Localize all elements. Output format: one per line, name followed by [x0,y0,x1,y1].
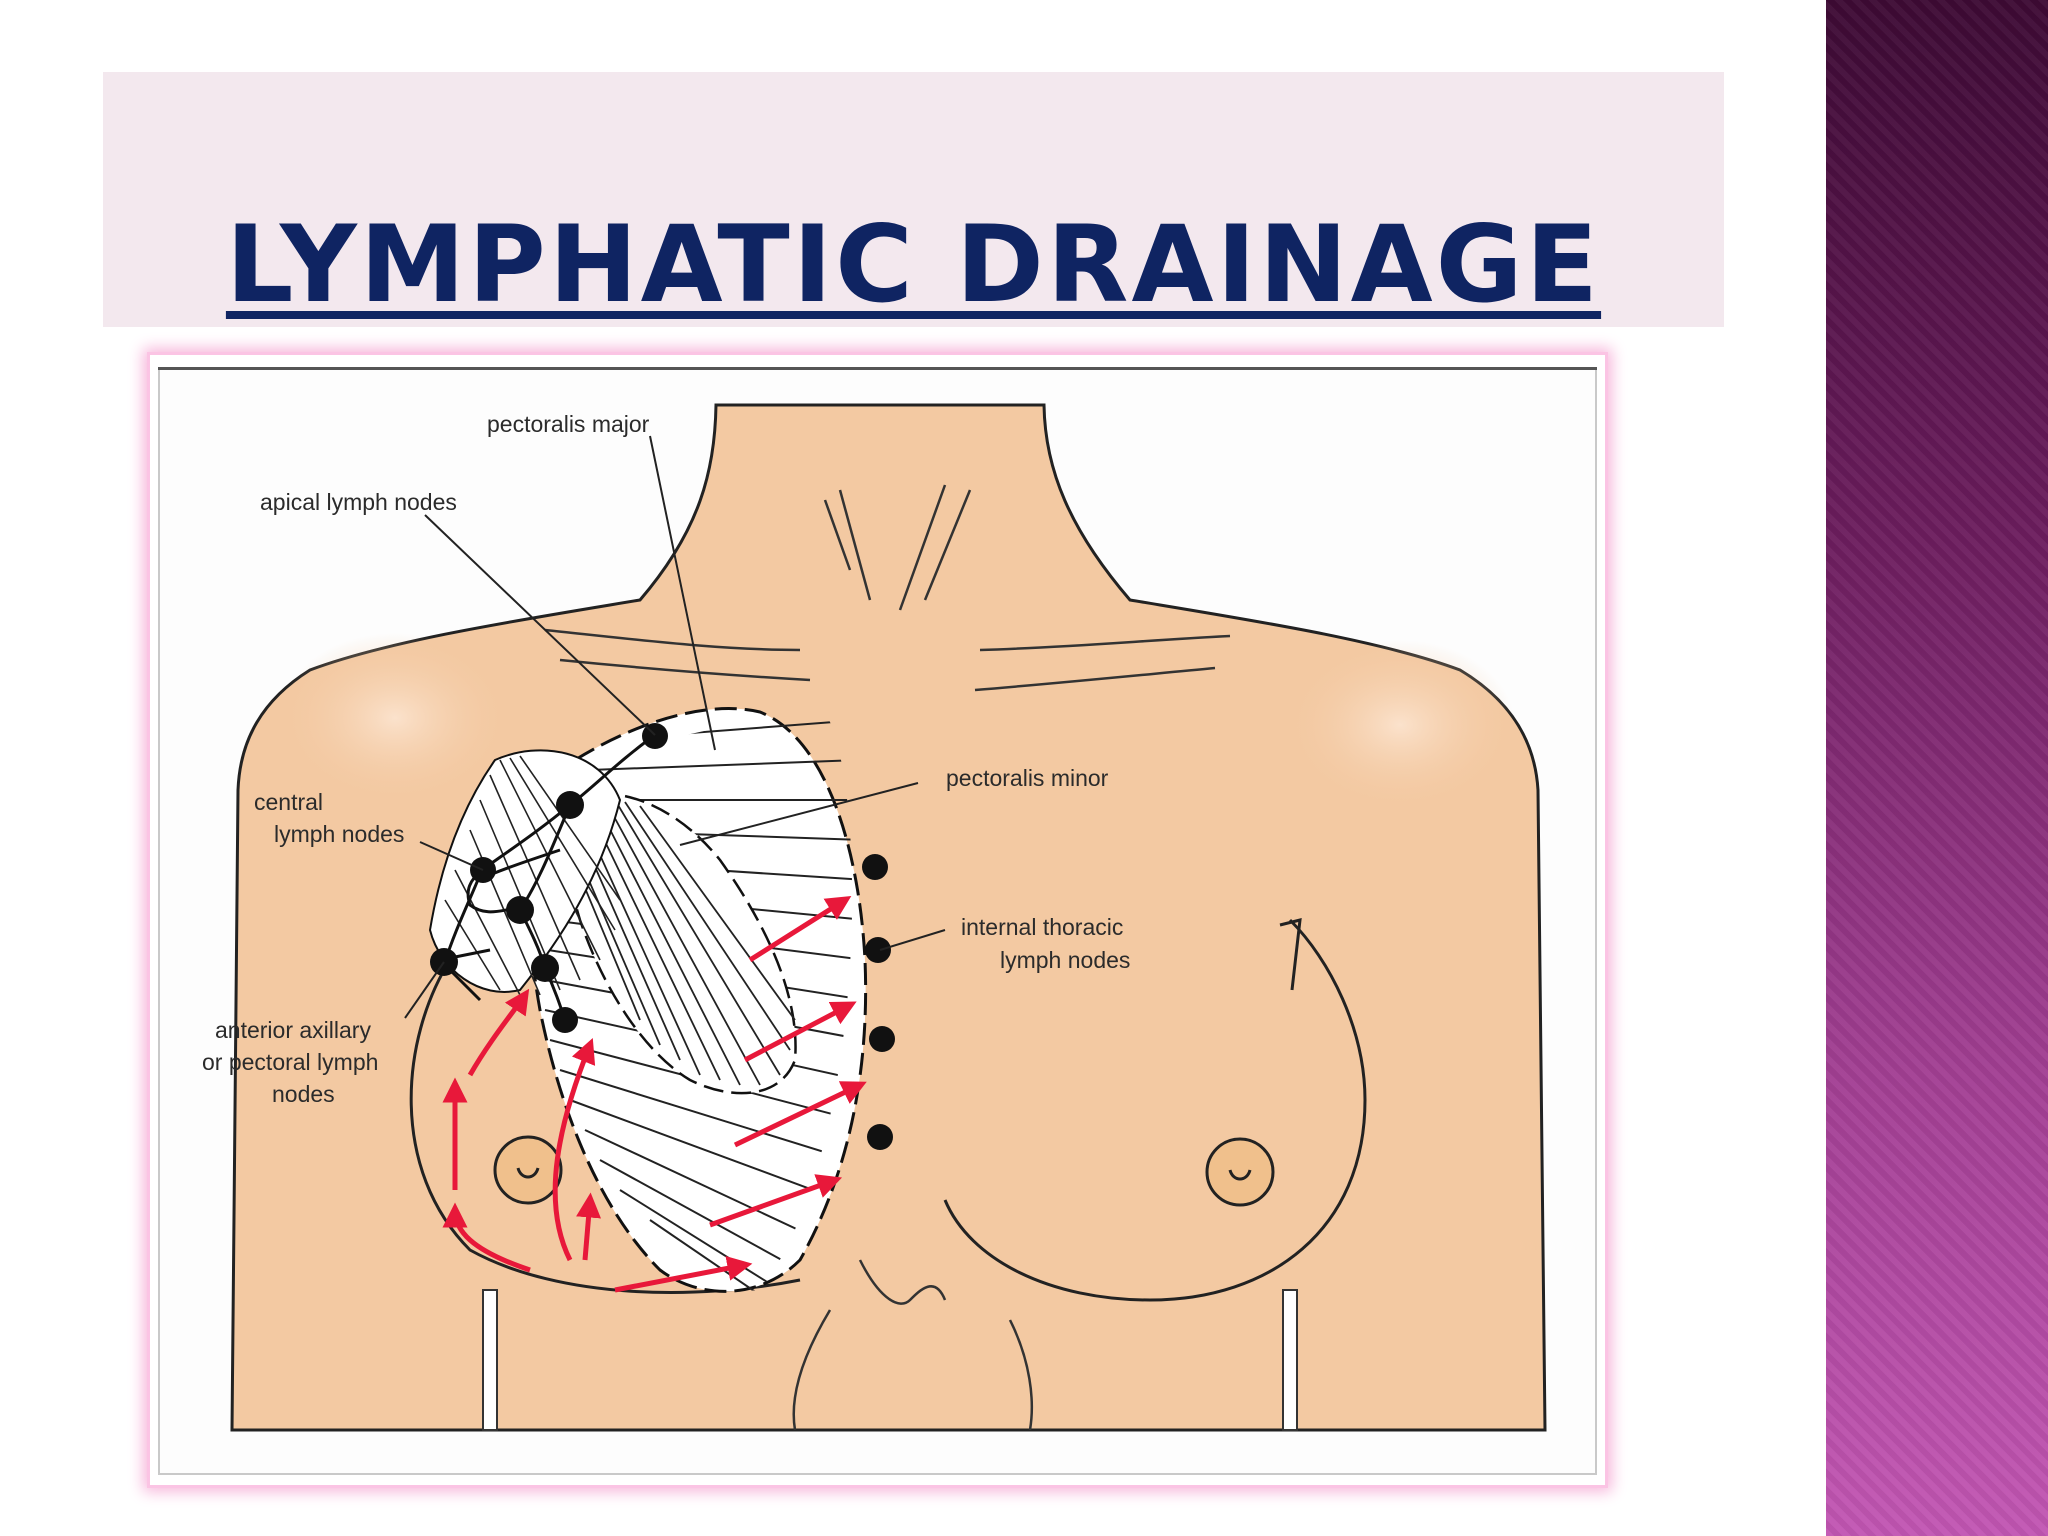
label-anterior-axillary-line3: nodes [272,1081,335,1107]
label-central-line2: lymph nodes [274,821,404,847]
right-shoulder-highlight [1285,640,1515,810]
pectoral-node-2 [552,1007,578,1033]
slide-title: LYMPHATIC DRAINAGE [103,205,1724,325]
drainage-arrow [467,988,530,1077]
central-node-1 [556,791,584,819]
label-anterior-axillary-line2: or pectoral lymph [202,1049,378,1075]
drainage-arrow [576,1192,602,1261]
leader-lines [404,435,946,1019]
lymph-nodes [430,723,895,1150]
internal-thoracic-node-2 [865,937,891,963]
right-nipple [1205,1137,1275,1207]
drainage-arrow [709,1174,843,1228]
left-strap [482,1289,498,1431]
right-axilla-line [1279,918,1302,991]
right-breast-outline [943,918,1367,1302]
central-node-3 [506,896,534,924]
decorative-side-bar [1826,0,2048,1536]
drainage-arrow [552,1038,596,1262]
title-band [103,72,1724,327]
sternum-line [858,1259,947,1305]
drainage-arrow [748,895,852,963]
left-breast-outline [409,959,801,1294]
drainage-arrow [614,1256,753,1293]
label-internal-thoracic-line1: internal thoracic [961,914,1123,940]
internal-thoracic-node-1 [862,854,888,880]
drainage-arrow [442,1202,531,1273]
internal-thoracic-node-3 [869,1026,895,1052]
label-apical-lymph-nodes: apical lymph nodes [260,489,457,515]
pectoral-node-1 [531,954,559,982]
drainage-arrow [733,1081,867,1148]
label-anterior-axillary-line1: anterior axillary [215,1017,371,1043]
neck-clavicle-lines [544,484,1231,692]
drainage-arrows [442,895,867,1293]
internal-thoracic-node-4 [867,1124,893,1150]
label-internal-thoracic-line2: lymph nodes [1000,947,1130,973]
left-shoulder-highlight [280,633,510,803]
right-strap [1282,1289,1298,1431]
label-central-line1: central [254,789,323,815]
left-nipple [493,1135,563,1205]
slide-title-text: LYMPHATIC DRAINAGE [225,203,1602,326]
label-pectoralis-major: pectoralis major [487,411,650,437]
drainage-arrow [743,1001,857,1063]
label-pectoralis-minor: pectoralis minor [946,765,1109,791]
torso-skin [230,403,1547,1432]
